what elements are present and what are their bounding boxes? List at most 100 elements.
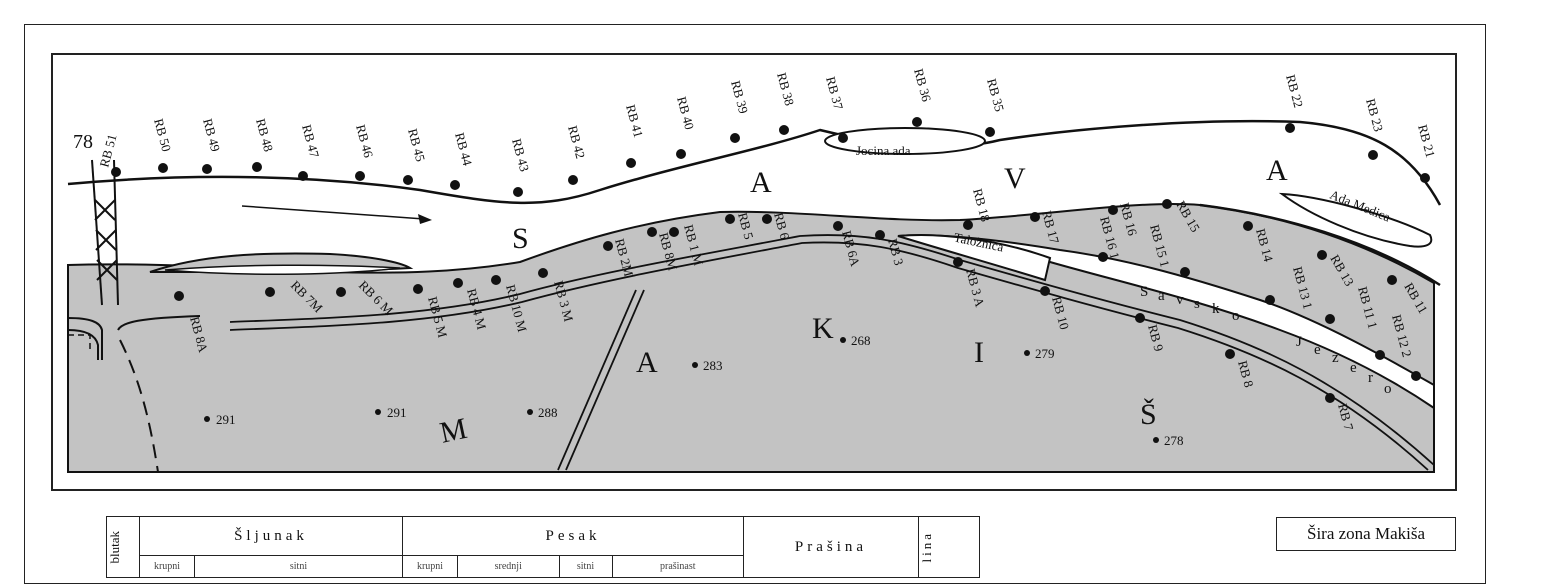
station-dot (1411, 371, 1421, 381)
station-label: RB 9 (1145, 323, 1167, 353)
river-right-bank (1199, 203, 1441, 287)
flow-arrow (241, 205, 432, 224)
lake-letter: z (1332, 350, 1339, 366)
station-label: RB 8 (1235, 359, 1257, 389)
station-dot (355, 171, 365, 181)
land-letter-s-caron: Š (1140, 398, 1157, 431)
lake-letter: k (1212, 301, 1220, 317)
lake-letter: o (1232, 308, 1240, 324)
station-dot (1108, 205, 1118, 215)
station-dot (174, 291, 184, 301)
ada-medica-island (1278, 192, 1433, 248)
river-letter-s: S (512, 222, 529, 255)
station-dot (1375, 350, 1385, 360)
station-dot (1243, 221, 1253, 231)
station-dot (403, 175, 413, 185)
land-letter-a: A (636, 346, 658, 379)
station-dot (252, 162, 262, 172)
lake-letter: S (1140, 284, 1148, 300)
lake-letter: J (1296, 334, 1302, 350)
station-dot (647, 227, 657, 237)
elevation-label: 279 (1035, 346, 1055, 361)
elevation-dot (204, 416, 210, 422)
station-dot (669, 227, 679, 237)
legend-clay-col: lina (918, 516, 980, 578)
station-dot (202, 164, 212, 174)
station-dot (265, 287, 275, 297)
levee-line (557, 289, 645, 471)
station-dot (1325, 393, 1335, 403)
elevation-label: 291 (387, 405, 407, 420)
legend-sub: sitni (558, 555, 613, 578)
station-dot (1368, 150, 1378, 160)
elevation-label: 291 (216, 412, 236, 427)
elevation-label: 278 (1164, 433, 1184, 448)
elevation-label: 288 (538, 405, 558, 420)
embankment (229, 234, 1435, 471)
river-letter-a1: A (750, 166, 772, 199)
station-dot (1265, 295, 1275, 305)
bottom-stations (174, 257, 1335, 403)
bridge (67, 159, 201, 360)
station-dot (912, 117, 922, 127)
dashed-road (119, 339, 159, 473)
river-letter-v: V (1004, 162, 1026, 195)
station-dot (730, 133, 740, 143)
station-dot (838, 133, 848, 143)
station-dot (1030, 212, 1040, 222)
lake-label: S a v s k o J e z e r o (1140, 284, 1392, 397)
legend-first-col: blutak (106, 516, 140, 578)
legend-sub: sitni (194, 555, 403, 578)
station-dot (725, 214, 735, 224)
station-label: RB 5 (735, 211, 757, 241)
legend-gravel: Šljunak (139, 516, 403, 556)
station-dot (626, 158, 636, 168)
top-stations (111, 117, 1430, 197)
lake-letter: r (1368, 370, 1373, 386)
elevation-dot (692, 362, 698, 368)
legend-first-col-label: blutak (107, 530, 122, 564)
station-dot (875, 230, 885, 240)
taloznica-basin (897, 233, 1052, 282)
lake-letter: s (1194, 296, 1200, 312)
legend-sub: krupni (402, 555, 458, 578)
station-dot (676, 149, 686, 159)
station-dot (1285, 123, 1295, 133)
station-dot (513, 187, 523, 197)
station-label: RB 6 (771, 211, 793, 242)
legend-clay-label: lina (919, 531, 934, 563)
lake-letter: e (1314, 342, 1321, 358)
station-dot (1387, 275, 1397, 285)
legend-sand: Pesak (402, 516, 744, 556)
station-dot (1325, 314, 1335, 324)
zone-label-box: Šira zona Makiša (1276, 517, 1456, 551)
lake-letter: e (1350, 360, 1357, 376)
station-dot (453, 278, 463, 288)
legend-sub: krupni (139, 555, 195, 578)
station-label: RB 3 (885, 237, 907, 267)
elevation-dots (204, 337, 1159, 443)
river-north-bank (67, 119, 1442, 206)
station-dot (1040, 286, 1050, 296)
station-dot (568, 175, 578, 185)
station-dot (779, 125, 789, 135)
elevation-dot (1024, 350, 1030, 356)
elevation-dot (527, 409, 533, 415)
station-dot (963, 220, 973, 230)
lake-letter: o (1384, 381, 1392, 397)
station-dot (1317, 250, 1327, 260)
station-dot (298, 171, 308, 181)
station-dot (1225, 349, 1235, 359)
middle-stations (603, 199, 1421, 381)
savsko-jezero (897, 234, 1435, 410)
dashed-road-2 (68, 334, 91, 350)
legend-dust: Prašina (743, 516, 919, 578)
station-dot (1420, 173, 1430, 183)
station-dot (833, 221, 843, 231)
station-dot (1180, 267, 1190, 277)
station-dot (158, 163, 168, 173)
elevation-dot (375, 409, 381, 415)
station-dot (762, 214, 772, 224)
station-dot (1162, 199, 1172, 209)
island-label-jocina: Jocina ada (856, 143, 911, 158)
